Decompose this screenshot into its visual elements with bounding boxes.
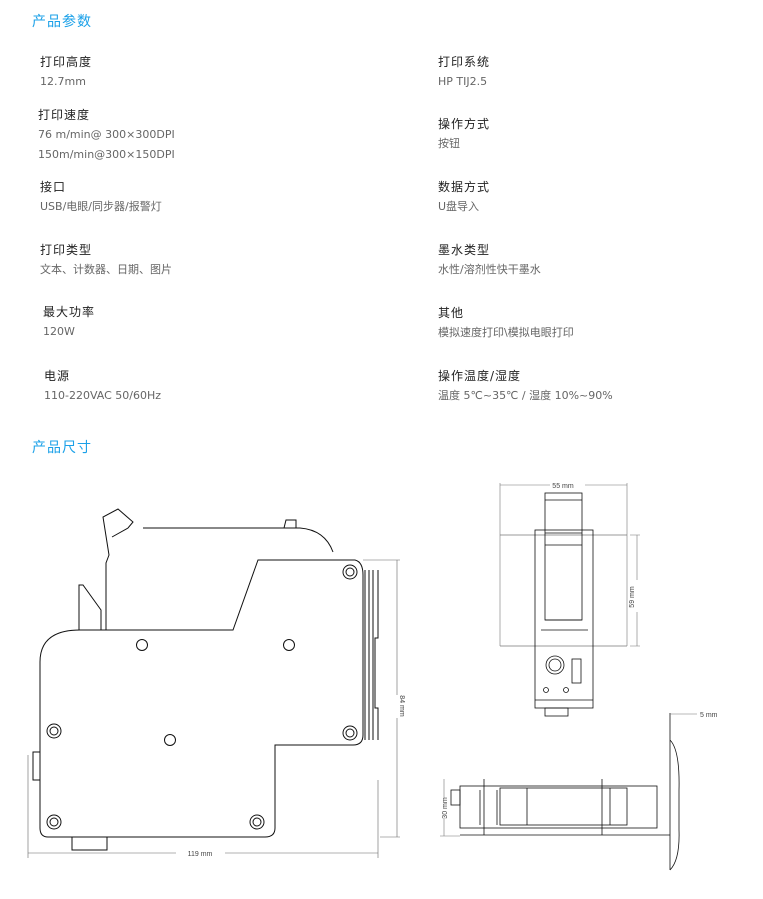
spec-label: 打印类型 (40, 243, 93, 257)
spec-interface: 接口 USB/电眼/同步器/报警灯 (40, 177, 162, 217)
spec-value: 12.7mm (40, 75, 86, 88)
spec-label: 数据方式 (438, 180, 491, 194)
screw-icon (342, 564, 358, 580)
spec-value: 水性/溶剂性快干墨水 (438, 263, 541, 276)
spec-value: U盘导入 (438, 200, 480, 213)
spec-label: 打印高度 (40, 55, 93, 69)
spec-power-supply: 电源 110-220VAC 50/60Hz (44, 366, 161, 406)
spec-label: 打印系统 (438, 55, 491, 69)
spec-value: 文本、计数器、日期、图片 (40, 263, 172, 276)
spec-label: 打印速度 (38, 108, 91, 122)
spec-value: 模拟速度打印\模拟电眼打印 (438, 326, 574, 339)
spec-ink-type: 墨水类型 水性/溶剂性快干墨水 (438, 240, 541, 280)
spec-print-type: 打印类型 文本、计数器、日期、图片 (40, 240, 172, 280)
screw-icon (249, 814, 265, 830)
section-title-params: 产品参数 (32, 14, 92, 30)
spec-value: 温度 5℃~35℃ / 湿度 10%~90% (438, 389, 613, 402)
dim-label-top-depth: 59 mm (629, 586, 636, 608)
side-view-drawing (32, 508, 379, 851)
spec-label: 电源 (44, 369, 71, 383)
spec-value: 76 m/min@ 300×300DPI (38, 128, 175, 141)
spec-other: 其他 模拟速度打印\模拟电眼打印 (438, 303, 574, 343)
dim-label-width: 119 mm (188, 851, 213, 858)
spec-value: 按钮 (438, 137, 460, 150)
spec-value: 120W (43, 325, 75, 338)
screw-icon (46, 723, 62, 739)
screw-icon (46, 814, 62, 830)
spec-value: 150m/min@300×150DPI (38, 148, 175, 161)
top-view-drawing (500, 492, 627, 717)
dim-label-height: 84 mm (398, 695, 405, 717)
spec-label: 最大功率 (43, 305, 96, 319)
dim-label-front-height: 30 mm (442, 797, 449, 819)
spec-value: 110-220VAC 50/60Hz (44, 389, 162, 402)
front-view-drawing (450, 713, 680, 871)
spec-data-mode: 数据方式 U盘导入 (438, 177, 490, 217)
spec-label: 接口 (40, 180, 67, 194)
spec-label: 墨水类型 (438, 243, 491, 257)
screw-icon (342, 725, 358, 741)
spec-label: 操作方式 (438, 117, 491, 131)
spec-temp-humidity: 操作温度/湿度 温度 5℃~35℃ / 湿度 10%~90% (438, 366, 613, 406)
spec-print-system: 打印系统 HP TIJ2.5 (438, 52, 490, 92)
dim-label-plate-thickness: 5 mm (700, 712, 718, 719)
spec-value: HP TIJ2.5 (438, 75, 488, 88)
spec-print-height: 打印高度 12.7mm (40, 52, 92, 92)
spec-print-speed: 打印速度 76 m/min@ 300×300DPI 150m/min@300×1… (38, 105, 175, 165)
spec-operation: 操作方式 按钮 (438, 114, 490, 154)
spec-label: 其他 (438, 306, 465, 320)
spec-max-power: 最大功率 120W (43, 302, 95, 342)
spec-value: USB/电眼/同步器/报警灯 (40, 200, 162, 213)
spec-label: 操作温度/湿度 (438, 369, 522, 383)
dim-label-top-width: 55 mm (552, 483, 574, 490)
section-title-dimensions: 产品尺寸 (32, 440, 92, 456)
